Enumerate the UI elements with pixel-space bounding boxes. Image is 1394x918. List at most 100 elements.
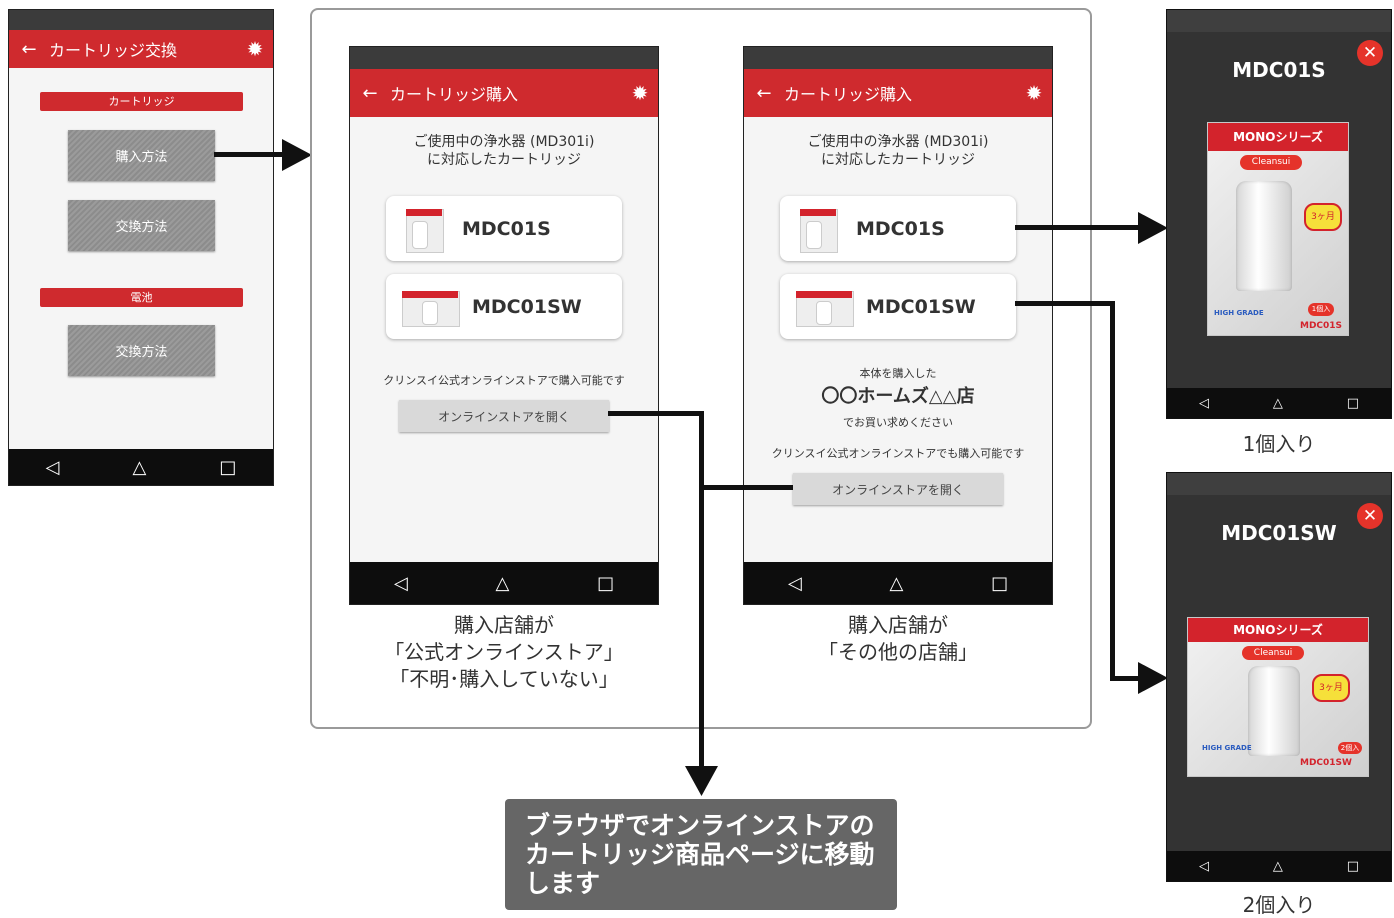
nav-bar: ◁ △ □ xyxy=(350,562,658,604)
triangle-back-icon[interactable]: ◁ xyxy=(1198,858,1209,874)
message-line: ブラウザでオンラインストアの xyxy=(525,811,875,840)
close-icon[interactable]: ✕ xyxy=(1357,40,1383,66)
message-line: カートリッジ商品ページに移動 xyxy=(525,840,875,869)
product-box-image: MONOシリーズ Cleansui 3ヶ月 2個入 HIGH GRADE MDC… xyxy=(1187,617,1369,777)
caption-line: 「その他の店舗」 xyxy=(818,640,978,664)
nav-bar: ◁ △ □ xyxy=(1167,388,1391,418)
connector-line xyxy=(699,411,704,769)
triangle-back-icon[interactable]: ◁ xyxy=(787,572,802,594)
home-icon[interactable]: △ xyxy=(495,572,510,594)
status-bar xyxy=(1167,473,1391,495)
product-popup-title: MDC01S xyxy=(1232,58,1326,82)
status-bar xyxy=(350,47,658,69)
grade-label: HIGH GRADE xyxy=(1202,744,1252,752)
connector-line xyxy=(1015,225,1140,230)
connector-line xyxy=(1015,301,1115,306)
open-online-store-button[interactable]: オンラインストアを開く xyxy=(793,473,1003,505)
section-label-cartridge: カートリッジ xyxy=(40,92,243,111)
close-icon[interactable]: ✕ xyxy=(1357,503,1383,529)
app-bar: ← カートリッジ購入 ✹ xyxy=(744,69,1052,117)
intro-text: ご使用中の浄水器 (MD301i) に対応したカートリッジ xyxy=(744,133,1052,169)
square-recent-icon[interactable]: □ xyxy=(219,456,237,478)
intro-line1: ご使用中の浄水器 (MD301i) xyxy=(807,134,989,150)
arrow-head xyxy=(1138,212,1168,244)
caption-line: 購入店舗が xyxy=(454,613,554,637)
quantity-caption: 1個入り xyxy=(1242,432,1316,456)
arrow-left-icon[interactable]: ← xyxy=(362,82,378,104)
product-card-mdc01sw[interactable]: MDC01SW xyxy=(780,274,1016,339)
square-recent-icon[interactable]: □ xyxy=(1346,858,1360,874)
caption-screen-a: 購入店舗が 「公式オンラインストア」 「不明･購入していない」 xyxy=(349,612,659,693)
product-name: MDC01S xyxy=(462,217,551,240)
connector-line xyxy=(1110,301,1115,681)
square-recent-icon[interactable]: □ xyxy=(1346,395,1360,411)
exchange-method-button[interactable]: 交換方法 xyxy=(68,200,215,251)
box-brand-label: Cleansui xyxy=(1242,646,1304,660)
please-buy-text: でお買い求めください xyxy=(843,416,953,429)
box-series-label: MONOシリーズ xyxy=(1188,618,1368,642)
phone-purchase-other-store: ← カートリッジ購入 ✹ ご使用中の浄水器 (MD301i) に対応したカートリ… xyxy=(743,46,1053,605)
product-thumbnail xyxy=(402,205,448,253)
product-name: MDC01SW xyxy=(472,295,582,318)
phone-product-popup-mdc01sw: MDC01SW ✕ MONOシリーズ Cleansui 3ヶ月 2個入 HIGH… xyxy=(1166,472,1392,882)
online-available-text: クリンスイ公式オンラインストアでも購入可能です xyxy=(771,447,1025,460)
product-popup-title: MDC01SW xyxy=(1221,521,1337,545)
product-card-mdc01sw[interactable]: MDC01SW xyxy=(386,274,622,339)
gear-icon[interactable]: ✹ xyxy=(246,37,264,61)
home-icon[interactable]: △ xyxy=(1272,395,1283,411)
browser-redirect-message: ブラウザでオンラインストアの カートリッジ商品ページに移動 します xyxy=(505,799,897,910)
arrow-left-icon[interactable]: ← xyxy=(21,38,37,60)
home-icon[interactable]: △ xyxy=(889,572,904,594)
square-recent-icon[interactable]: □ xyxy=(991,572,1009,594)
purchase-method-button[interactable]: 購入方法 xyxy=(68,130,215,181)
product-name: MDC01S xyxy=(856,217,945,240)
nav-bar: ◁ △ □ xyxy=(744,562,1052,604)
store-name: 〇〇ホームズ△△店 xyxy=(821,386,975,407)
nav-bar: ◁ △ □ xyxy=(1167,851,1391,881)
count-badge: 1個入 xyxy=(1308,303,1334,316)
phone-purchase-online: ← カートリッジ購入 ✹ ご使用中の浄水器 (MD301i) に対応したカートリ… xyxy=(349,46,659,605)
gear-icon[interactable]: ✹ xyxy=(1025,81,1043,105)
caption-line: 購入店舗が xyxy=(848,613,948,637)
box-brand-label: Cleansui xyxy=(1240,155,1302,170)
online-available-text: クリンスイ公式オンラインストアで購入可能です xyxy=(383,374,625,387)
gear-icon[interactable]: ✹ xyxy=(631,81,649,105)
status-bar xyxy=(1167,10,1391,32)
grade-label: HIGH GRADE xyxy=(1214,309,1264,317)
app-title: カートリッジ購入 xyxy=(390,85,519,104)
product-thumbnail xyxy=(402,283,460,331)
connector-line xyxy=(699,485,793,490)
nav-bar: ◁ △ □ xyxy=(9,449,273,485)
phone-cartridge-exchange: ← カートリッジ交換 ✹ カートリッジ 購入方法 交換方法 電池 交換方法 ◁ … xyxy=(8,9,274,486)
connector-line xyxy=(608,411,703,416)
triangle-back-icon[interactable]: ◁ xyxy=(45,456,60,478)
product-box-image: MONOシリーズ Cleansui 3ヶ月 1個入 HIGH GRADE MDC… xyxy=(1207,122,1349,336)
square-recent-icon[interactable]: □ xyxy=(597,572,615,594)
battery-exchange-button[interactable]: 交換方法 xyxy=(68,325,215,376)
app-title: カートリッジ購入 xyxy=(784,85,913,104)
connector-line xyxy=(1110,676,1140,681)
arrow-line xyxy=(214,152,284,157)
arrow-head xyxy=(1138,662,1168,694)
app-title: カートリッジ交換 xyxy=(49,41,178,60)
message-line: します xyxy=(525,869,601,898)
triangle-back-icon[interactable]: ◁ xyxy=(393,572,408,594)
caption-line: 「公式オンラインストア」 xyxy=(384,640,624,664)
cartridge-image xyxy=(1248,666,1300,756)
box-model-print: MDC01SW xyxy=(1300,758,1352,768)
cartridge-image xyxy=(1236,181,1292,291)
arrow-left-icon[interactable]: ← xyxy=(756,82,772,104)
product-card-mdc01s[interactable]: MDC01S xyxy=(780,196,1016,261)
arrow-head xyxy=(685,766,718,796)
home-icon[interactable]: △ xyxy=(1272,858,1283,874)
triangle-back-icon[interactable]: ◁ xyxy=(1198,395,1209,411)
intro-line2: に対応したカートリッジ xyxy=(821,152,975,168)
open-online-store-button[interactable]: オンラインストアを開く xyxy=(399,400,609,432)
intro-line1: ご使用中の浄水器 (MD301i) xyxy=(413,134,595,150)
caption-screen-b: 購入店舗が 「その他の店舗」 xyxy=(743,612,1053,666)
arrow-head xyxy=(282,139,312,171)
home-icon[interactable]: △ xyxy=(132,456,147,478)
status-bar xyxy=(9,10,273,30)
product-thumbnail xyxy=(796,205,842,253)
product-card-mdc01s[interactable]: MDC01S xyxy=(386,196,622,261)
